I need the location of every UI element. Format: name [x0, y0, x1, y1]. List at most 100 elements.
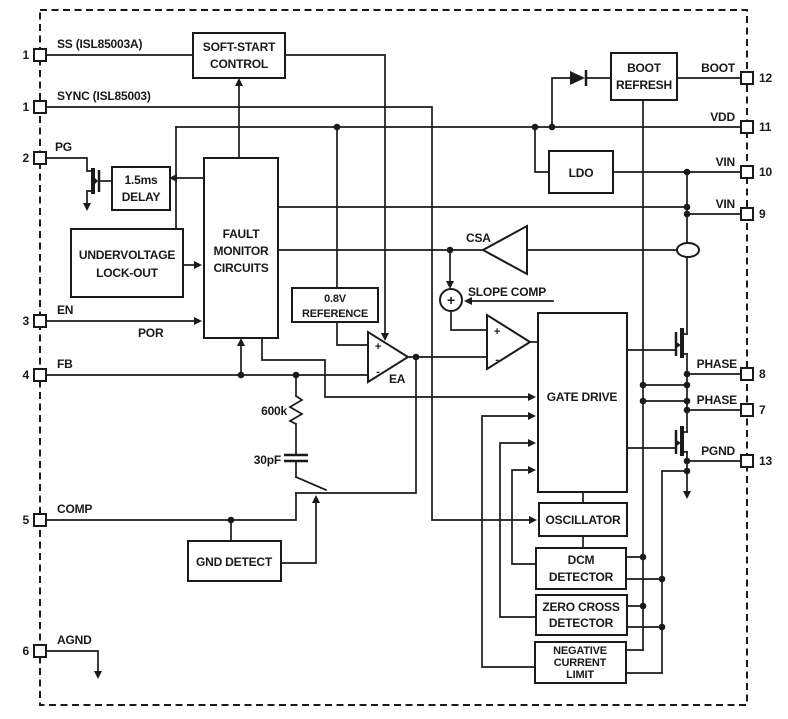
pin-en: 3 EN [23, 303, 73, 328]
svg-text:CURRENT: CURRENT [554, 657, 607, 669]
slope-comp-label: SLOPE COMP [468, 285, 546, 299]
wires [45, 54, 742, 674]
resistor-value: 600k [261, 404, 287, 418]
svg-text:UNDERVOLTAGE: UNDERVOLTAGE [79, 248, 175, 262]
resistor-icon [288, 394, 304, 426]
svg-text:4: 4 [23, 368, 30, 382]
svg-text:SOFT-START: SOFT-START [203, 40, 276, 54]
block-gnd-detect: GND DETECT [187, 540, 282, 582]
slope-comp-summer-icon: + [439, 288, 463, 312]
pwm-comparator-icon: + - [486, 313, 532, 371]
svg-text:VIN: VIN [716, 155, 735, 169]
csa-label: CSA [466, 231, 491, 245]
svg-text:DCM: DCM [568, 553, 595, 567]
block-gate-drive: GATE DRIVE [537, 312, 628, 493]
pin-pgnd: 13 PGND [701, 444, 773, 468]
block-ldo: LDO [548, 150, 614, 194]
pin-boot: 12 BOOT [701, 61, 773, 85]
low-side-mosfet-icon [674, 426, 688, 456]
svg-text:+: + [375, 341, 381, 353]
svg-text:SYNC (ISL85003): SYNC (ISL85003) [57, 89, 151, 103]
svg-text:ZERO CROSS: ZERO CROSS [542, 600, 620, 614]
pin-sync: 1 SYNC (ISL85003) [23, 89, 151, 114]
svg-text:AGND: AGND [57, 633, 92, 647]
svg-text:REFERENCE: REFERENCE [302, 308, 368, 320]
svg-text:1: 1 [23, 100, 30, 114]
svg-text:MONITOR: MONITOR [213, 244, 269, 258]
svg-text:DETECTOR: DETECTOR [549, 616, 614, 630]
compensation-network: 600k 30pF [254, 374, 328, 492]
svg-text:+: + [494, 326, 500, 338]
pin-ss: 1 SS (ISL85003A) [23, 37, 143, 62]
right-pins: 12 BOOT 11 VDD 10 VIN 9 VIN 8 PHASE 7 PH… [697, 61, 773, 468]
high-side-mosfet-icon [674, 328, 688, 358]
svg-text:11: 11 [759, 120, 772, 134]
block-negative-current-limit: NEGATIVE CURRENT LIMIT [534, 641, 627, 684]
svg-text:FAULT: FAULT [223, 227, 261, 241]
svg-text:DETECTOR: DETECTOR [549, 570, 614, 584]
current-sense-icon [676, 242, 700, 258]
left-pins: 1 SS (ISL85003A) 1 SYNC (ISL85003) 2 PG … [23, 37, 151, 658]
pg-mosfet-icon [91, 168, 101, 194]
svg-text:REFRESH: REFRESH [616, 78, 672, 92]
svg-text:FB: FB [57, 357, 73, 371]
svg-text:9: 9 [759, 207, 766, 221]
svg-text:8: 8 [759, 367, 766, 381]
svg-text:1.5ms: 1.5ms [124, 173, 158, 187]
block-zero-cross-detector: ZERO CROSS DETECTOR [535, 594, 628, 636]
pin-fb: 4 FB [23, 357, 73, 382]
block-undervoltage-lockout: UNDERVOLTAGE LOCK-OUT [70, 228, 184, 298]
svg-text:BOOT: BOOT [627, 61, 662, 75]
capacitor-value: 30pF [254, 453, 281, 467]
svg-text:SS (ISL85003A): SS (ISL85003A) [57, 37, 142, 51]
pin-pg: 2 PG [23, 140, 72, 165]
junction-dots [227, 123, 691, 631]
svg-text:BOOT: BOOT [701, 61, 736, 75]
ic-boundary [39, 9, 748, 706]
block-soft-start-control: SOFT-START CONTROL [192, 32, 286, 79]
pin-vdd: 11 VDD [710, 110, 772, 134]
error-amplifier-icon: + - [367, 330, 410, 384]
pin-vin-10: 10 VIN [716, 155, 773, 179]
block-boot-refresh: BOOT REFRESH [610, 52, 678, 101]
svg-text:CIRCUITS: CIRCUITS [213, 261, 268, 275]
block-oscillator: OSCILLATOR [538, 502, 628, 537]
svg-text:12: 12 [759, 71, 772, 85]
por-label: POR [138, 326, 164, 340]
switch-icon [294, 475, 328, 492]
svg-text:3: 3 [23, 314, 30, 328]
svg-text:LDO: LDO [569, 166, 594, 180]
block-fault-monitor: FAULT MONITOR CIRCUITS [203, 157, 279, 339]
capacitor-icon [284, 453, 308, 463]
svg-text:NEGATIVE: NEGATIVE [553, 645, 607, 657]
svg-text:CONTROL: CONTROL [210, 57, 268, 71]
pin-agnd: 6 AGND [23, 633, 92, 658]
svg-text:OSCILLATOR: OSCILLATOR [546, 513, 621, 527]
boot-diode-icon [570, 70, 588, 86]
svg-text:PG: PG [55, 140, 72, 154]
svg-text:PHASE: PHASE [697, 393, 738, 407]
svg-text:-: - [376, 366, 380, 378]
pin-vin-9: 9 VIN [716, 197, 766, 221]
pin-phase-8: 8 PHASE [697, 357, 766, 381]
svg-text:2: 2 [23, 151, 30, 165]
block-dcm-detector: DCM DETECTOR [535, 547, 627, 590]
svg-text:-: - [495, 354, 499, 366]
block-reference: 0.8V REFERENCE [291, 287, 379, 323]
svg-text:EN: EN [57, 303, 73, 317]
svg-text:10: 10 [759, 165, 772, 179]
svg-text:0.8V: 0.8V [324, 293, 347, 305]
ea-label: EA [389, 372, 406, 386]
current-sense-amplifier-icon [480, 224, 528, 276]
svg-text:5: 5 [23, 513, 30, 527]
svg-text:6: 6 [23, 644, 30, 658]
arrowheads [83, 78, 691, 679]
svg-text:PHASE: PHASE [697, 357, 738, 371]
svg-text:COMP: COMP [57, 502, 92, 516]
pin-comp: 5 COMP [23, 502, 93, 527]
svg-text:VDD: VDD [710, 110, 735, 124]
svg-text:LOCK-OUT: LOCK-OUT [96, 266, 159, 280]
svg-text:1: 1 [23, 48, 30, 62]
svg-text:VIN: VIN [716, 197, 735, 211]
